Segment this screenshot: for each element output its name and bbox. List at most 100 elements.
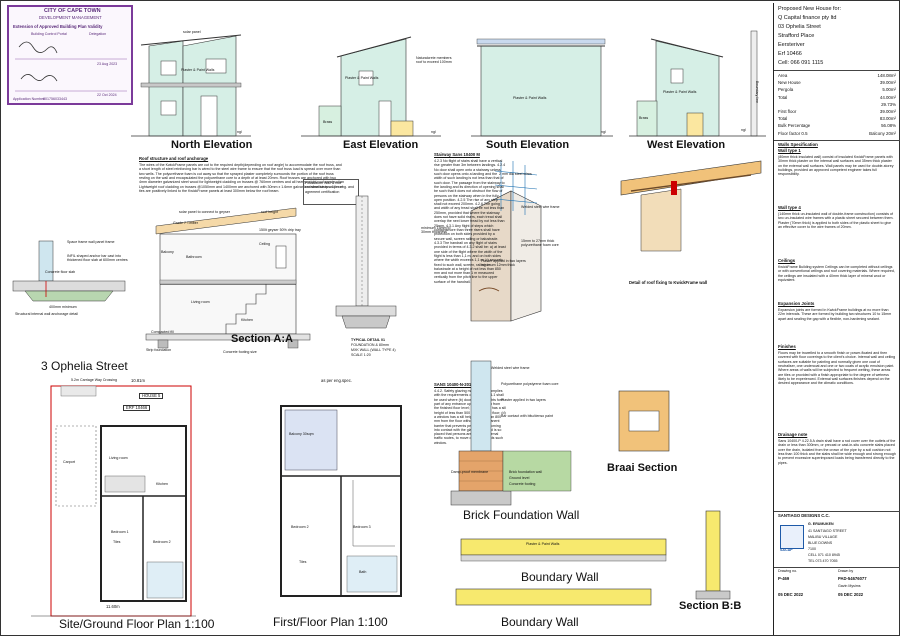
project-address-2: Strafford Place	[778, 33, 815, 39]
stamp-department: DEVELOPMENT MANAGEMENT	[39, 15, 102, 20]
east-brass: Brass	[323, 120, 333, 124]
project-erf: Erf 10466	[778, 51, 802, 57]
brick-label-5: Brick foundation wall	[509, 470, 542, 474]
north-elevation-sketch	[131, 34, 251, 137]
south-ngl: ngl	[601, 130, 606, 134]
roof-fixing-drawing	[470, 161, 542, 322]
west-elevation-sketch	[629, 30, 766, 137]
roof-text: The wires of the KwickFrame panels are c…	[139, 163, 344, 193]
designer-code: 7100	[808, 547, 816, 551]
section-aa-label-6: Living room	[191, 300, 210, 304]
west-plaster-label: Plaster & Paint Walls	[663, 90, 697, 94]
stamp-date-2: 22 Oct 2024	[97, 93, 117, 97]
sacap-label: SACAP	[780, 548, 793, 552]
area-key: First floor	[778, 109, 797, 114]
wall-type-1: Wall type 1	[778, 148, 801, 153]
west-ngl: ngl	[741, 128, 746, 132]
boundary-wall-title-2: Boundary Wall	[501, 615, 579, 629]
sacap-logo	[780, 525, 804, 549]
wall-label-5: minimum 15mm to 30mm thickness	[421, 226, 451, 235]
south-elevation-sketch	[471, 38, 613, 137]
brick-label-1: Polyurethane polystyrene foam core	[501, 382, 559, 386]
area-row: Total 44.00m²	[778, 95, 896, 100]
area-key: Bulk Percentage	[778, 123, 811, 129]
north-ngl: ngl	[237, 130, 242, 134]
drainage-text: Sans 10400-P 4.22.5 A drain shall have a…	[778, 439, 896, 465]
east-elevation-title: East Elevation	[343, 139, 419, 151]
area-row: Total 83.00m²	[778, 116, 896, 121]
boundary-plaster-label: Plaster & Paint Walls	[526, 542, 560, 546]
braai-drawing	[618, 390, 670, 452]
section-bb-drawing	[695, 510, 731, 600]
north-plaster-label: Plaster & Paint Walls	[181, 68, 215, 72]
drawing-no: P-469	[778, 576, 790, 581]
brick-label-7: Concrete footing	[509, 482, 536, 486]
approval-stamp: CITY OF CAPE TOWN DEVELOPMENT MANAGEMENT…	[7, 5, 133, 105]
designer-firm: SANTIAGO DESIGNS C.C.	[778, 513, 830, 518]
first-room-bath: Bath	[359, 570, 367, 574]
stamp-date-1: 23 Aug 2023	[97, 62, 118, 66]
project-heading: Proposed New House for:	[778, 6, 841, 12]
project-client: Q Capital finance pty ltd	[778, 15, 837, 21]
section-aa-strip: Strip foundation	[146, 348, 172, 352]
anchorage-detail	[12, 240, 126, 302]
brick-label-3: Bar contact with bitu/denso paint	[501, 414, 553, 418]
ceilings-text: KwickFrame Building system Ceilings can …	[778, 265, 895, 282]
designer-cell: CELL 071 410 8945	[808, 553, 840, 557]
stamp-system: Building Control Portal	[31, 32, 67, 36]
ground-plan-title: Site/Ground Floor Plan 1:100	[59, 617, 215, 631]
anchor-label-0: Space frame wall panel frame	[67, 240, 115, 244]
room-kitchen: Kitchen	[156, 482, 168, 486]
section-aa-title: Section A:A	[231, 333, 293, 345]
stamp-authority: CITY OF CAPE TOWN	[44, 8, 101, 14]
brick-label-0: Welded steel wire frame	[491, 366, 530, 370]
dim-top: 10.81m	[131, 378, 145, 383]
area-value: 83.00m²	[879, 116, 896, 122]
typical-detail-drawing	[335, 195, 397, 329]
wall-label-4: 2 mm dia steel wires	[499, 172, 532, 176]
designer-tel: TEL 073 470 7055	[808, 559, 838, 563]
east-natural-note: Naturalcrete members roof to exceed 100m…	[416, 56, 452, 65]
north-elevation-title: North Elevation	[171, 139, 253, 151]
ground-floor-plan	[31, 385, 196, 617]
area-key: Total	[778, 116, 788, 122]
first-floor-plan	[280, 405, 402, 597]
dim-bottom: 11.60m	[106, 604, 120, 609]
brick-label-6: Ground level	[509, 476, 530, 480]
glass-heading: SANS 10400-N-2010	[434, 382, 474, 387]
area-value: 29.73%	[881, 101, 896, 107]
stamp-approval-type: Extension of Approved Building Plan Vali…	[13, 24, 103, 29]
section-aa-label-10: Concrete footing size	[223, 350, 257, 354]
wall-label-3: minimum 12mm thick	[481, 263, 515, 267]
area-value: 39.00m²	[879, 80, 896, 86]
designer-address-3: BLUE DOWNS	[808, 541, 833, 545]
west-boundary-line: Boundary line	[755, 81, 759, 103]
issue-date-2: 05 DEC 2022	[838, 592, 864, 597]
area-key: Floor factor 0.5	[778, 130, 808, 136]
section-aa-label-3: 150lt geyser 50% drip tray	[259, 228, 301, 232]
room-living: Living room	[109, 456, 128, 460]
house-label: HOUSE 5	[139, 393, 164, 400]
brick-foundation-drawing	[450, 360, 572, 506]
section-aa-label-8: Kitchen	[241, 318, 253, 322]
north-solar-label: solar panel	[183, 30, 201, 34]
area-value: 44.00m²	[879, 94, 896, 100]
wall-type-4-text: (140mm thick un-insulated wall of double…	[778, 212, 894, 229]
title-block: Proposed New House for: Q Capital financ…	[773, 3, 900, 635]
anchor-label-4: Structural internal wall anchorage detai…	[15, 312, 78, 316]
issue-date-1: 05 DEC 2022	[778, 592, 804, 597]
first-room-bedroom-2: Bedroom 2	[291, 525, 309, 529]
section-aa-label-7: Balcony	[161, 250, 174, 254]
roof-heading: Roof structure and roof anchorage	[139, 156, 209, 161]
section-bb-title: Section B:B	[679, 600, 742, 612]
stairway-text: 4.2.3 No flight of stairs shall have a v…	[434, 159, 506, 284]
wall-type-4: Wall type 4	[778, 205, 801, 210]
wall-label-1: 15mm to 27mm thick polyurethane foam cor…	[521, 239, 559, 248]
section-aa-label-9: Compacted fill	[151, 330, 174, 334]
area-key: Total	[778, 94, 788, 100]
section-aa-drawing	[145, 207, 311, 349]
